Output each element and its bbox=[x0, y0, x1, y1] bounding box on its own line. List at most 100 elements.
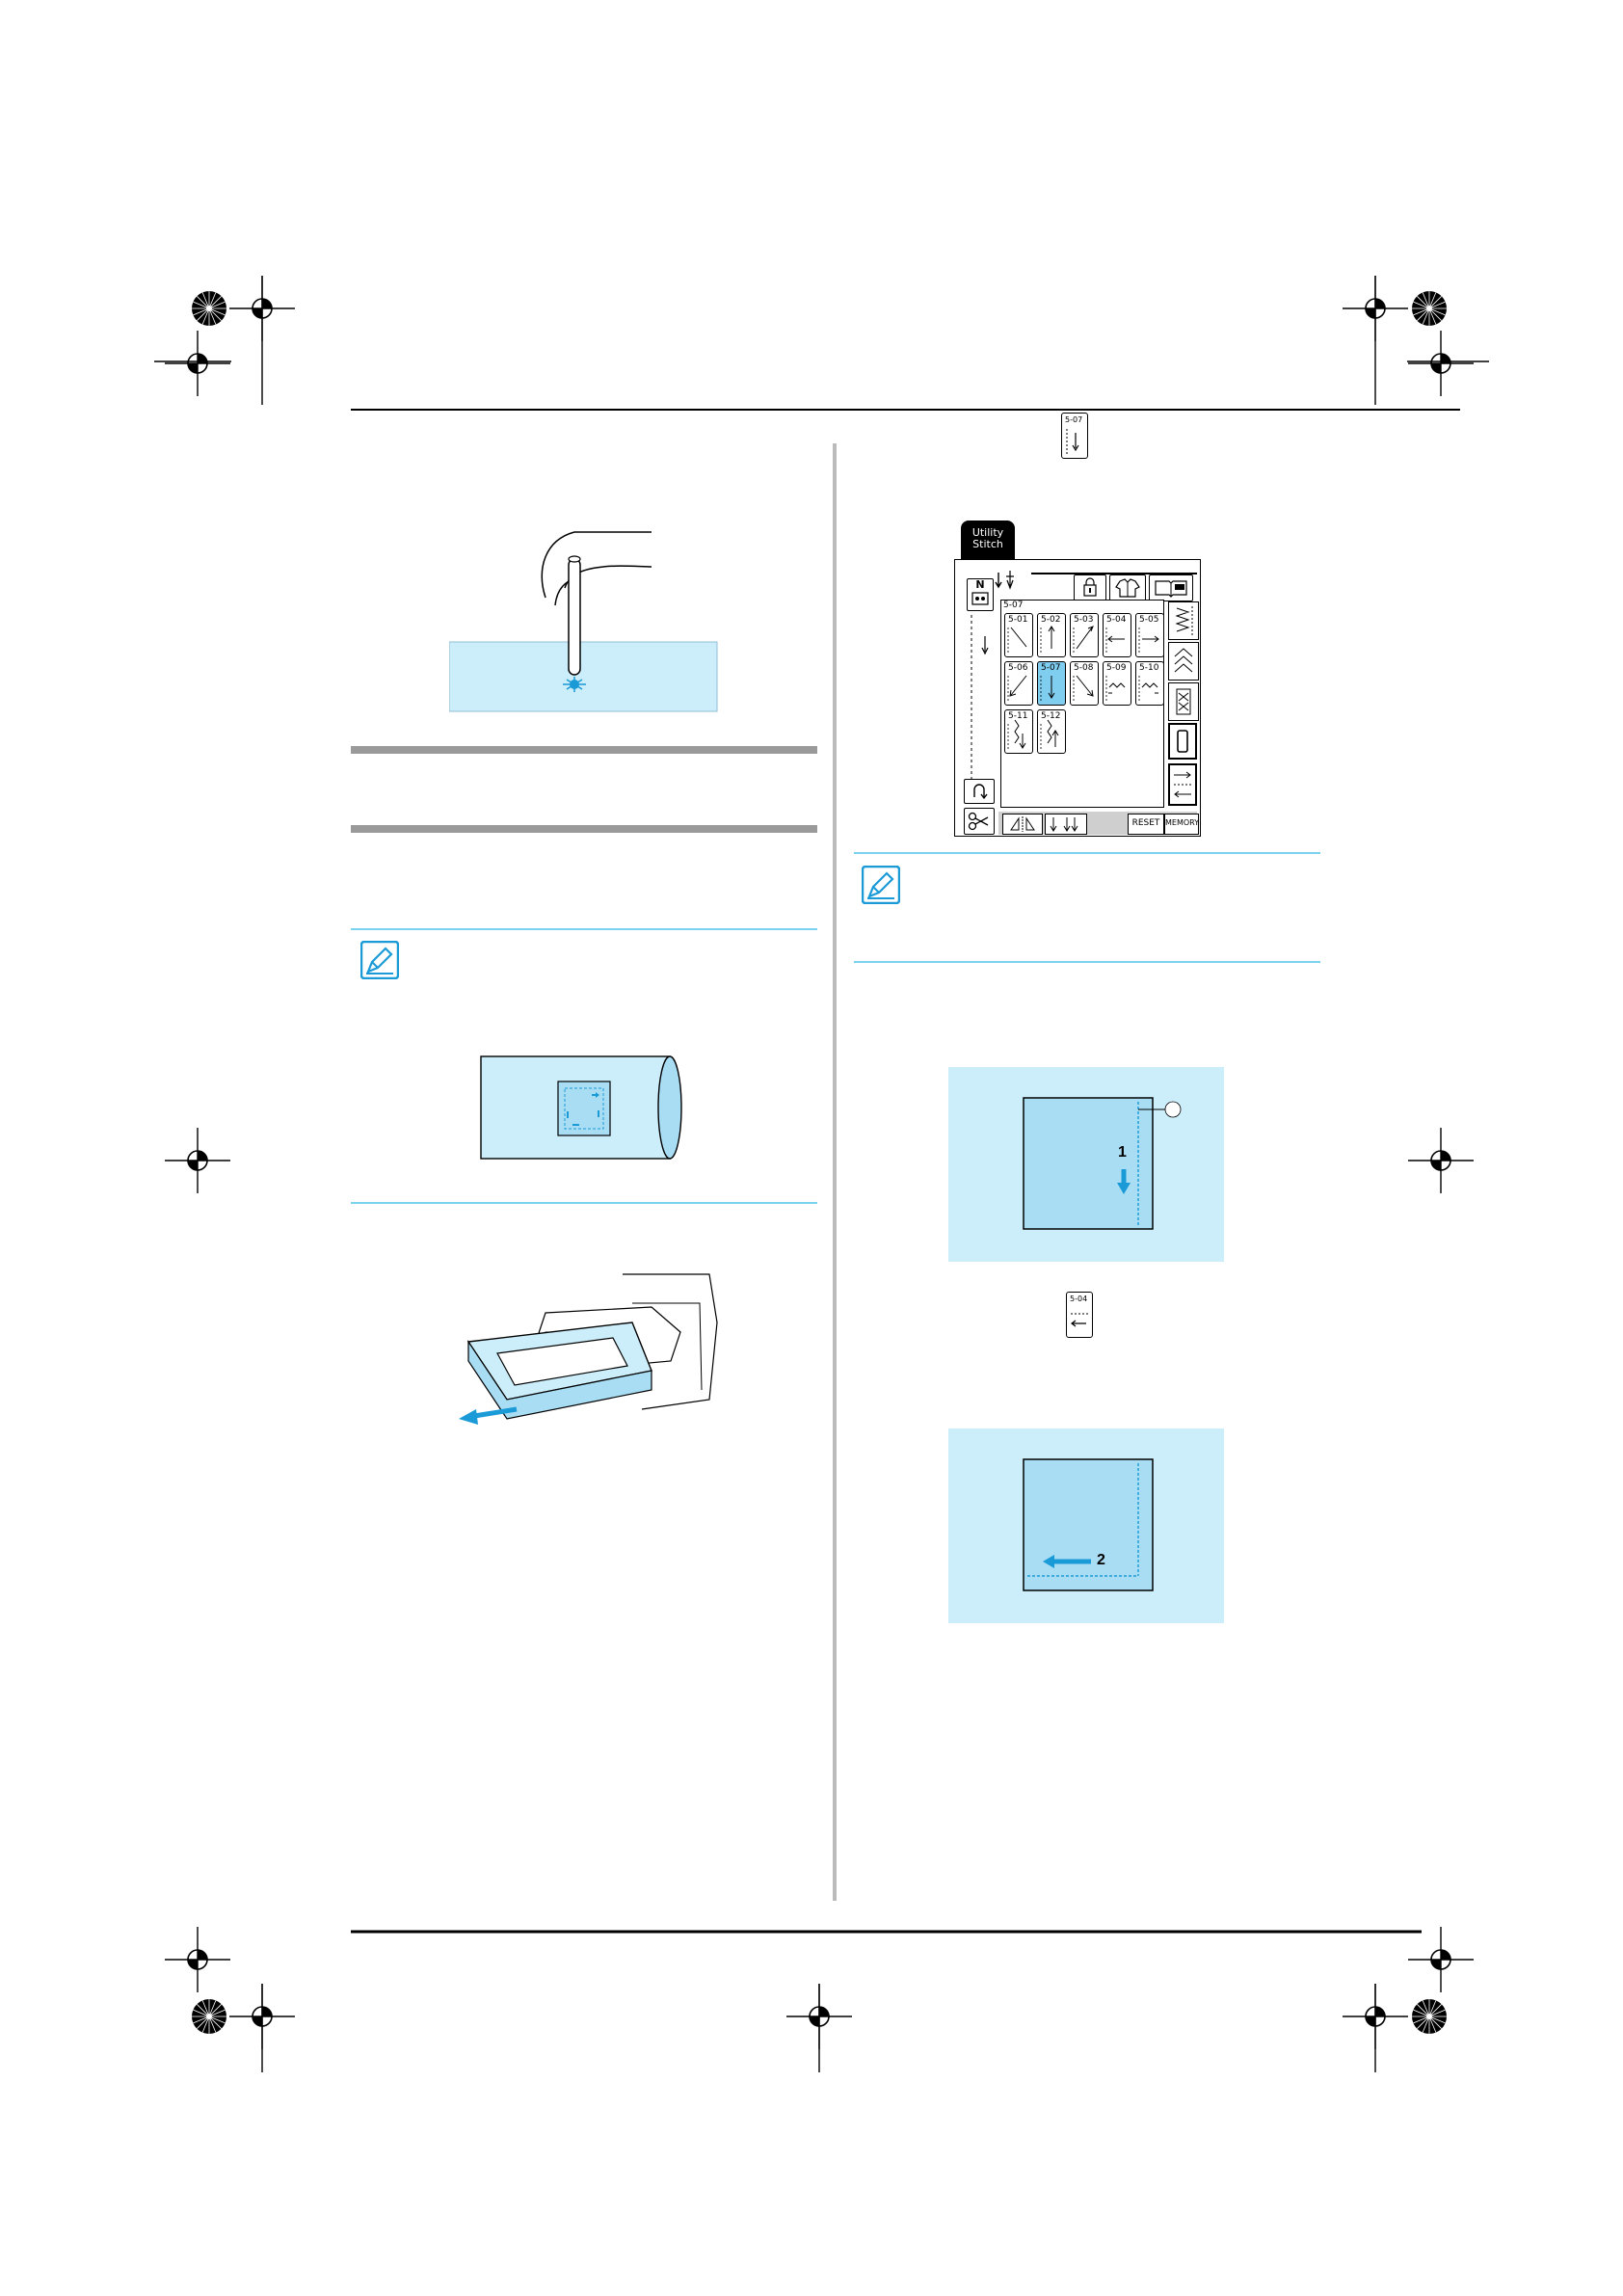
stitch-tile-code: 5-11 bbox=[1008, 711, 1028, 721]
registration-mark-icon bbox=[1407, 1926, 1475, 1993]
stitch-tile-code: 5-05 bbox=[1139, 615, 1159, 625]
stitch-tile-code: 5-02 bbox=[1041, 615, 1061, 625]
stitch-tile-5-05[interactable]: 5-05 bbox=[1135, 613, 1164, 657]
top-bar-rule bbox=[1031, 573, 1197, 574]
scissors-icon bbox=[968, 812, 989, 831]
category-zigzag-button[interactable] bbox=[1168, 601, 1199, 640]
lock-button[interactable] bbox=[1074, 574, 1106, 601]
stitch-tile-code: 5-10 bbox=[1139, 663, 1159, 673]
cross-stitch-icon bbox=[1176, 688, 1191, 715]
left-stitch-icon bbox=[1071, 1313, 1088, 1327]
stitch-tile-5-04[interactable]: 5-04 bbox=[1103, 613, 1131, 657]
stitch-tile-5-09[interactable]: 5-09 bbox=[1103, 661, 1131, 706]
registration-mark-icon bbox=[1407, 330, 1475, 397]
selected-stitch-code: 5-07 bbox=[1003, 601, 1024, 610]
utility-stitch-screen: Utility Stitch N bbox=[954, 521, 1203, 839]
memory-label: MEMORY bbox=[1165, 818, 1200, 827]
category-multidirectional-button[interactable] bbox=[1168, 763, 1197, 806]
step1-diagram bbox=[948, 1067, 1224, 1262]
category-buttonhole-button[interactable] bbox=[1168, 723, 1197, 760]
step2-diagram bbox=[948, 1428, 1224, 1623]
registration-mark-icon bbox=[1407, 1127, 1475, 1194]
stitch-tile-5-07[interactable]: 5-07 bbox=[1037, 661, 1066, 706]
manual-button[interactable] bbox=[1149, 574, 1193, 601]
presser-foot-n-label: N bbox=[975, 578, 985, 591]
tab-utility-stitch[interactable]: Utility Stitch bbox=[961, 521, 1015, 559]
stitch-tile-5-03[interactable]: 5-03 bbox=[1070, 613, 1099, 657]
reg-burst-icon bbox=[191, 290, 227, 327]
shirt-icon bbox=[1115, 578, 1140, 598]
reg-burst-icon bbox=[1411, 1998, 1448, 2035]
stitch-tile-code: 5-03 bbox=[1074, 615, 1094, 625]
stitch-tile-code: 5-09 bbox=[1106, 663, 1127, 673]
book-icon bbox=[1155, 580, 1187, 598]
presser-foot-icon bbox=[971, 592, 989, 605]
stitch-tile-code: 5-01 bbox=[1008, 615, 1028, 625]
mirror-icon bbox=[1010, 816, 1035, 832]
stitch-tile-code: 5-08 bbox=[1074, 663, 1094, 673]
garment-button[interactable] bbox=[1109, 574, 1146, 601]
stitch-tile-5-01[interactable]: 5-01 bbox=[1004, 613, 1033, 657]
stitch-tile-5-08[interactable]: 5-08 bbox=[1070, 661, 1099, 706]
chevron-stitch-icon bbox=[1174, 648, 1193, 673]
tab-label-line1: Utility bbox=[971, 526, 1004, 539]
stitch-glyph-icon bbox=[1105, 676, 1126, 703]
stitch-glyph-icon bbox=[1007, 719, 1026, 751]
reg-burst-icon bbox=[1411, 290, 1448, 327]
stitch-tile-code: 5-04 bbox=[1106, 615, 1127, 625]
twin-needle-icon bbox=[1050, 817, 1078, 832]
stitch-tile-code: 5-07 bbox=[1041, 663, 1061, 673]
stitch-glyph-icon bbox=[1073, 675, 1094, 703]
lock-icon bbox=[1083, 577, 1097, 597]
stitch-tile-5-11[interactable]: 5-11 bbox=[1004, 709, 1033, 754]
reset-label: RESET bbox=[1131, 818, 1160, 828]
sleeve-patch-illustration bbox=[480, 1055, 682, 1160]
step-2-label: 2 bbox=[1097, 1552, 1105, 1568]
memo-pencil-icon bbox=[360, 941, 399, 979]
straight-down-stitch-icon bbox=[1066, 429, 1079, 454]
needle-mode-button[interactable] bbox=[1045, 814, 1087, 835]
buttonhole-icon bbox=[1177, 730, 1188, 753]
multi-direction-stitch-icon bbox=[1174, 771, 1191, 798]
needle-position-icon bbox=[995, 571, 1014, 590]
category-heirloom-button[interactable] bbox=[1168, 682, 1199, 721]
thread-cutter-button[interactable] bbox=[964, 808, 995, 835]
stitch-glyph-icon bbox=[1138, 627, 1159, 654]
reg-burst-icon bbox=[191, 1998, 227, 2035]
stitch-glyph-icon bbox=[1007, 627, 1027, 654]
stitch-tile-5-06[interactable]: 5-06 bbox=[1004, 661, 1033, 706]
mirror-image-button[interactable] bbox=[1002, 814, 1043, 835]
stitch-tile-5-02[interactable]: 5-02 bbox=[1037, 613, 1066, 657]
step-1-label: 1 bbox=[1118, 1144, 1127, 1161]
key-code-label: 5-07 bbox=[1065, 415, 1083, 424]
key-5-04-icon[interactable]: 5-04 bbox=[1066, 1292, 1093, 1338]
memo-pencil-icon bbox=[862, 866, 900, 904]
stitch-tile-code: 5-12 bbox=[1041, 711, 1061, 721]
presser-foot-button[interactable]: N bbox=[967, 578, 994, 611]
reverse-arrow-icon bbox=[973, 784, 988, 800]
key-5-07-icon[interactable]: 5-07 bbox=[1061, 413, 1088, 459]
stitch-glyph-icon bbox=[1073, 626, 1094, 654]
stitch-glyph-icon bbox=[1105, 627, 1125, 654]
flatbed-removal-illustration bbox=[459, 1273, 718, 1425]
reverse-stitch-button[interactable] bbox=[964, 779, 995, 804]
stitch-glyph-icon bbox=[1007, 675, 1027, 703]
stitch-glyph-icon bbox=[1138, 676, 1158, 703]
registration-mark-icon bbox=[164, 1127, 231, 1194]
category-decorative-button[interactable] bbox=[1168, 642, 1199, 681]
stitch-tile-5-12[interactable]: 5-12 bbox=[1037, 709, 1066, 754]
stitch-glyph-icon bbox=[1040, 676, 1055, 703]
stitch-glyph-icon bbox=[1040, 719, 1059, 751]
stitch-preview-pane bbox=[971, 615, 989, 804]
reset-button[interactable]: RESET bbox=[1128, 814, 1164, 835]
stitch-tile-5-10[interactable]: 5-10 bbox=[1135, 661, 1164, 706]
stitch-glyph-icon bbox=[1040, 626, 1055, 654]
stitch-tile-code: 5-06 bbox=[1008, 663, 1028, 673]
tab-label-line2: Stitch bbox=[972, 538, 1003, 550]
zigzag-stitch-icon bbox=[1175, 606, 1193, 635]
hand-press-illustration bbox=[449, 531, 718, 712]
registration-mark-icon bbox=[164, 330, 231, 397]
registration-mark-icon bbox=[164, 1926, 231, 1993]
memory-button[interactable]: MEMORY bbox=[1164, 814, 1199, 835]
